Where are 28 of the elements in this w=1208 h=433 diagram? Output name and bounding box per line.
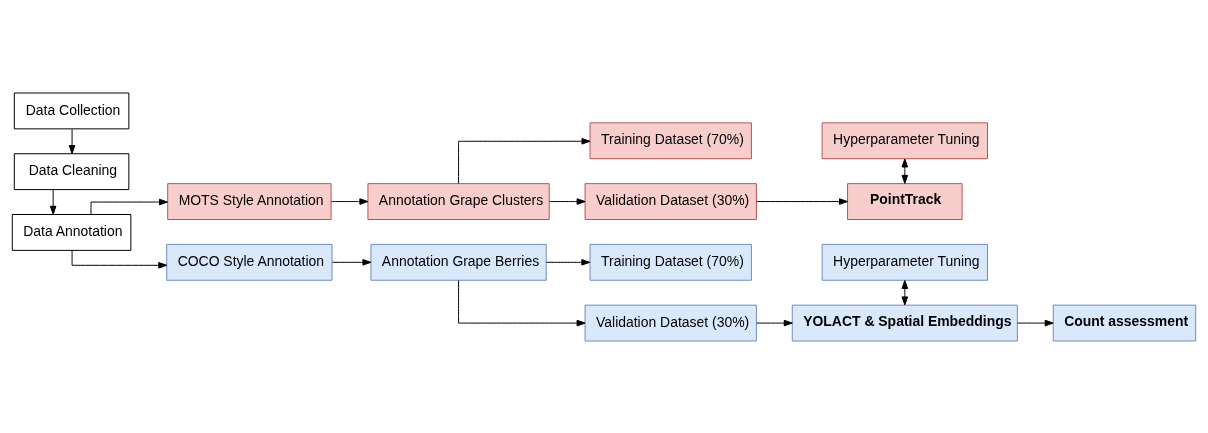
node-box: Count assessment [1052, 304, 1197, 341]
arrow [756, 319, 793, 326]
node-box: Training Dataset (70%) [589, 243, 752, 281]
arrow [545, 258, 591, 266]
arrow [331, 258, 372, 266]
arrow [1017, 319, 1054, 326]
node-box: Hyperparameter Tuning [821, 121, 988, 159]
arrow [49, 188, 57, 215]
node-box: Training Dataset (70%) [589, 121, 752, 159]
node-box: Data Annotation [11, 213, 132, 251]
node-box: YOLACT & Spatial Embeddings [791, 304, 1018, 341]
arrow [68, 128, 76, 154]
arrow [756, 197, 848, 205]
node-box: Hyperparameter Tuning [821, 243, 988, 281]
arrow [330, 197, 369, 205]
node-box: Validation Dataset (30%) [584, 182, 757, 220]
node-box: Data Collection [13, 92, 130, 129]
node-box: Annotation Grape Berries [370, 243, 547, 281]
node-box: COCO Style Annotation [166, 243, 333, 281]
arrow [548, 197, 586, 205]
node-box: Validation Dataset (30%) [584, 304, 757, 341]
node-box: Annotation Grape Clusters [367, 182, 550, 220]
arrow [458, 137, 591, 184]
arrow [458, 279, 586, 326]
node-box: MOTS Style Annotation [167, 182, 332, 220]
node-box: PointTrack [847, 182, 963, 220]
arrow [90, 198, 168, 215]
node-box: Data Cleaning [13, 152, 130, 190]
